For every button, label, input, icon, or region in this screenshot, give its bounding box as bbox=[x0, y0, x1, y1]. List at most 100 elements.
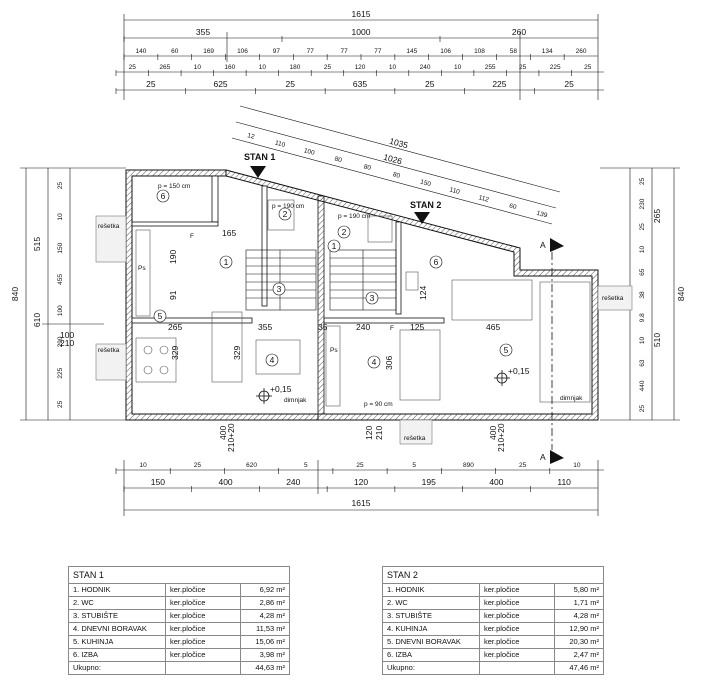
stan1-arrow-icon bbox=[250, 166, 266, 178]
dimension-label: 80 bbox=[363, 163, 372, 172]
dim-top-total: 1615 bbox=[352, 9, 371, 19]
dimnjak-label-2: dimnjak bbox=[560, 395, 583, 402]
dimension-label: 635 bbox=[353, 79, 367, 89]
f-label-1: F bbox=[190, 233, 194, 240]
dimension-label: 139 bbox=[536, 210, 549, 220]
dim-right-510: 510 bbox=[652, 333, 662, 347]
table-total-row: Ukupno:47,46 m² bbox=[382, 661, 604, 675]
svg-text:2: 2 bbox=[283, 209, 288, 219]
dimnjak-label-1: dimnjak bbox=[284, 397, 307, 404]
interior-dimension-labels: 265 355 35 240 125 465 329 329 306 400 2… bbox=[60, 183, 530, 452]
f-label-2: F bbox=[390, 325, 394, 332]
svg-text:2: 2 bbox=[342, 227, 347, 237]
svg-text:465: 465 bbox=[486, 322, 500, 332]
dimension-label: 1000 bbox=[352, 27, 371, 37]
svg-text:p = 90 cm: p = 90 cm bbox=[364, 401, 393, 408]
dimension-label: 10 bbox=[454, 64, 462, 71]
dimension-label: 100 bbox=[57, 305, 64, 316]
dimension-label: 440 bbox=[639, 380, 646, 391]
dimension-label: 455 bbox=[57, 274, 64, 285]
svg-text:210+20: 210+20 bbox=[226, 423, 236, 452]
ps-label-2: Ps bbox=[330, 347, 338, 354]
dimension-label: 25 bbox=[584, 64, 592, 71]
bottom-dimension-lines bbox=[116, 460, 604, 516]
dimension-label: 620 bbox=[246, 462, 257, 469]
dimension-label: 77 bbox=[340, 48, 348, 55]
svg-text:5: 5 bbox=[504, 345, 509, 355]
dimension-label: 10 bbox=[639, 336, 646, 344]
svg-text:120: 120 bbox=[364, 426, 374, 440]
resetka-label-3: rešetka bbox=[602, 295, 624, 302]
dimension-label: 134 bbox=[542, 48, 553, 55]
svg-text:125: 125 bbox=[410, 322, 424, 332]
dim-top-row2: 355 1000 260 bbox=[123, 27, 526, 42]
dimension-label: 10 bbox=[57, 213, 64, 221]
dim-left-inner: 25 10 150 455 100 290 225 25 bbox=[57, 182, 64, 408]
svg-text:p = 190 cm: p = 190 cm bbox=[272, 203, 304, 210]
svg-text:6: 6 bbox=[161, 191, 166, 201]
dimension-label: 25 bbox=[57, 400, 64, 408]
dimension-label: 120 bbox=[354, 477, 368, 487]
stairs-stan2 bbox=[329, 249, 397, 311]
dimension-label: 108 bbox=[474, 48, 485, 55]
section-a-top: A bbox=[540, 240, 546, 250]
svg-text:190: 190 bbox=[168, 250, 178, 264]
dimension-label: 290 bbox=[57, 336, 64, 347]
dimension-label: 77 bbox=[307, 48, 315, 55]
dimension-label: 58 bbox=[510, 48, 518, 55]
dimension-label: 255 bbox=[485, 64, 496, 71]
svg-text:4: 4 bbox=[372, 357, 377, 367]
dimension-label: 5 bbox=[412, 462, 416, 469]
left-dimension-lines bbox=[20, 167, 126, 421]
dimension-label: 265 bbox=[159, 64, 170, 71]
dimension-label: 240 bbox=[420, 64, 431, 71]
dim-left-outer: 840 bbox=[10, 287, 20, 301]
svg-text:1: 1 bbox=[224, 257, 229, 267]
stairs-stan1 bbox=[245, 249, 317, 311]
dimension-label: 240 bbox=[286, 477, 300, 487]
dimension-label: 25 bbox=[57, 182, 64, 190]
dimension-label: 355 bbox=[196, 27, 210, 37]
dimension-label: 225 bbox=[57, 367, 64, 378]
dimension-label: 100 bbox=[303, 147, 316, 157]
room-numbers bbox=[153, 189, 513, 369]
dimension-label: 145 bbox=[406, 48, 417, 55]
table-total-row: Ukupno:44,63 m² bbox=[68, 661, 290, 675]
stan2-arrow-icon bbox=[414, 212, 430, 224]
resetka-grilles bbox=[95, 215, 633, 445]
level-markers bbox=[256, 370, 510, 404]
svg-text:3: 3 bbox=[370, 293, 375, 303]
section-a-top-arrow-icon bbox=[550, 238, 564, 252]
stan1-marker-label: STAN 1 bbox=[244, 152, 275, 162]
dimension-label: 77 bbox=[374, 48, 382, 55]
svg-text:3: 3 bbox=[277, 284, 282, 294]
svg-text:306: 306 bbox=[384, 356, 394, 370]
dimension-label: 195 bbox=[422, 477, 436, 487]
dimension-label: 25 bbox=[639, 223, 646, 231]
svg-text:+0,15: +0,15 bbox=[508, 366, 530, 376]
svg-text:210+20: 210+20 bbox=[496, 423, 506, 452]
stan2-table-title: STAN 2 bbox=[382, 566, 604, 584]
dimension-label: 169 bbox=[203, 48, 214, 55]
dimension-label: 10 bbox=[194, 64, 202, 71]
dimension-label: 106 bbox=[440, 48, 451, 55]
dimension-label: 625 bbox=[213, 79, 227, 89]
svg-text:400: 400 bbox=[218, 426, 228, 440]
stan1-table-title: STAN 1 bbox=[68, 566, 290, 584]
dimension-label: 260 bbox=[512, 27, 526, 37]
dimension-label: 180 bbox=[290, 64, 301, 71]
dimension-label: 150 bbox=[57, 242, 64, 253]
svg-text:210: 210 bbox=[374, 426, 384, 440]
